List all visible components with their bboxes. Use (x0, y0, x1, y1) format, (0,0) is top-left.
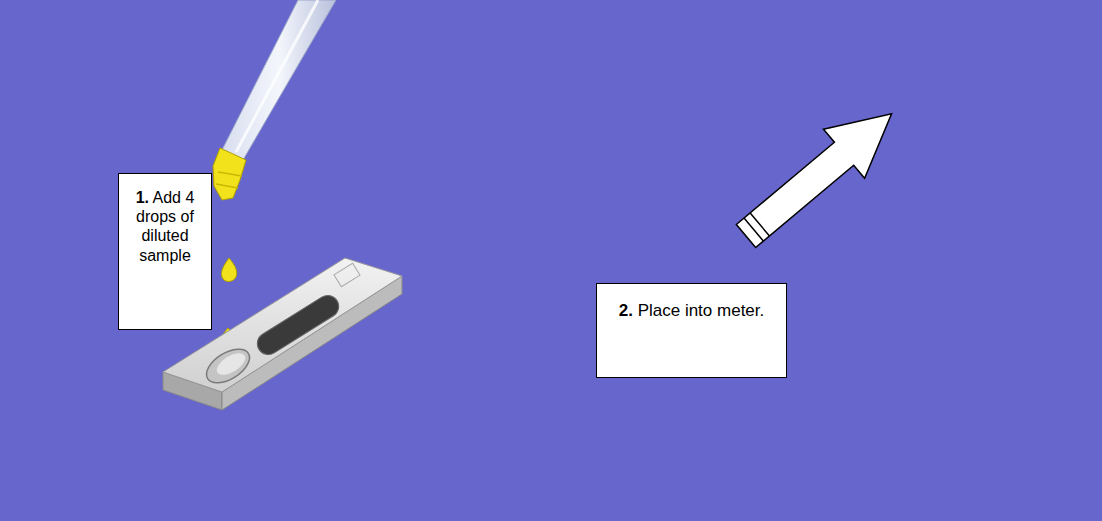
direction-arrow (725, 89, 912, 260)
step-text: Place into meter. (638, 301, 765, 320)
step-number: 1. (136, 189, 149, 206)
dropper (213, 0, 336, 200)
step-box: 1. Add 4 drops of diluted sample (118, 173, 212, 330)
step-number: 2. (619, 301, 633, 320)
step-box: 2. Place into meter. (596, 283, 787, 378)
